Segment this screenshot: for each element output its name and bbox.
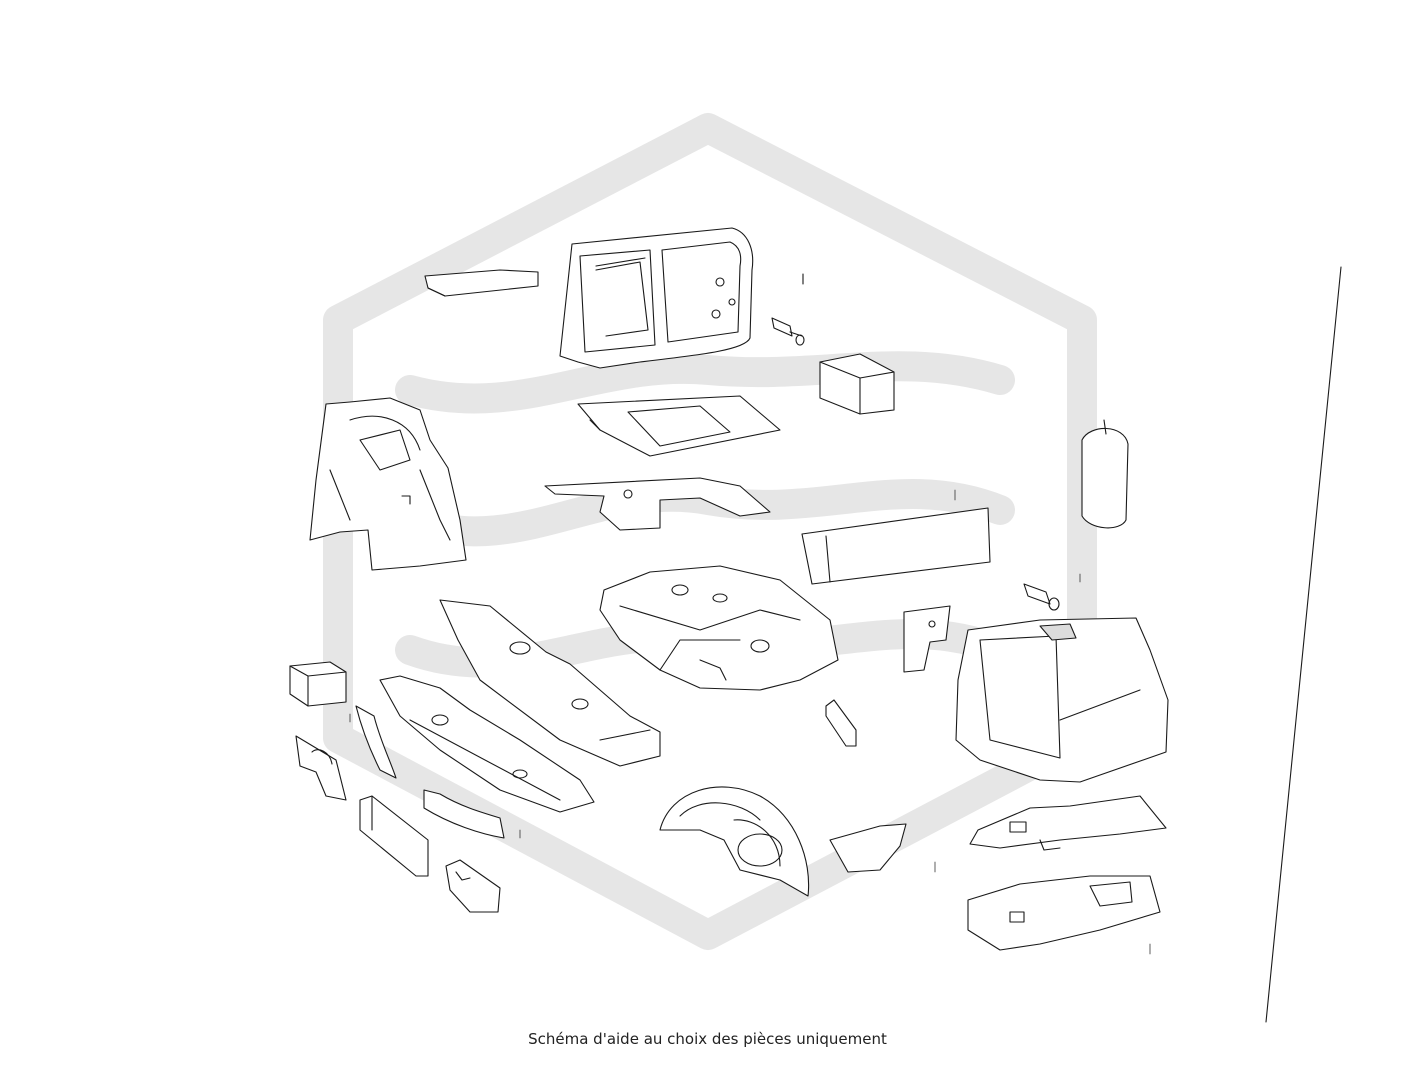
separator-line [1265,266,1342,1023]
part-side-cushion [1081,419,1129,529]
part-foam-block [819,353,895,415]
part-step-plate [445,859,501,913]
part-long-sill [439,599,661,767]
diagram-caption: Schéma d'aide au choix des pièces unique… [528,1030,887,1048]
part-shaped-plate [295,735,347,801]
part-bolt-top [771,273,805,346]
part-flat-strip [424,269,539,297]
part-lower-rail [379,675,595,813]
part-rear-box-panel [801,507,991,585]
part-bracket [903,605,951,673]
part-left-pillar [309,397,467,571]
watermark-hexagon [323,113,1097,950]
part-right-plate-lower [967,875,1161,951]
part-bolt-right [1023,583,1060,611]
part-right-plate-upper [969,795,1167,851]
part-floor-frame [544,477,771,531]
part-rear-panel [559,227,754,369]
watermark-wave-top [395,351,1015,414]
part-wedge-block [825,699,857,747]
part-curved-panel [423,789,505,839]
part-floor-pan [599,565,839,691]
part-flat-slab [359,795,429,877]
part-wheel-arch [659,786,810,897]
part-small-block [289,661,347,707]
tick-marks [349,489,1151,955]
part-corner-trim [829,823,907,873]
part-curved-strip [355,705,397,779]
part-floor-tray-upper [577,395,781,457]
part-trunk-liner [955,617,1169,783]
